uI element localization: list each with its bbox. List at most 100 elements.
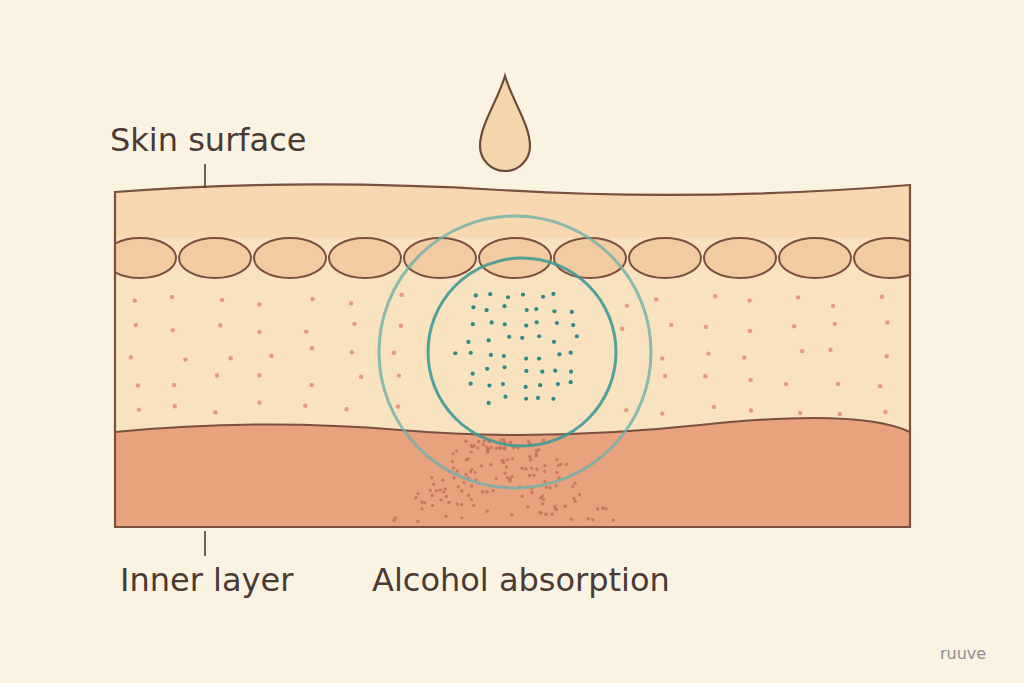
absorbed-dot <box>506 458 509 461</box>
absorbed-dot <box>535 454 538 457</box>
texture-dot <box>304 329 308 333</box>
texture-dot <box>349 301 353 305</box>
absorbed-dot <box>441 479 444 482</box>
absorbed-dot <box>509 441 512 444</box>
absorbed-dot <box>554 484 557 487</box>
texture-dot <box>257 302 261 306</box>
alcohol-dot <box>485 367 489 371</box>
texture-dot <box>171 328 175 332</box>
absorbed-dot <box>509 477 512 480</box>
texture-dot <box>399 324 403 328</box>
absorbed-dot <box>470 484 473 487</box>
alcohol-dot <box>489 353 493 357</box>
absorbed-dot <box>473 471 476 474</box>
texture-dot <box>134 323 138 327</box>
absorbed-dot <box>414 496 417 499</box>
absorbed-dot <box>416 520 419 523</box>
absorbed-dot <box>481 490 484 493</box>
texture-dot <box>133 299 137 303</box>
absorbed-dot <box>490 446 493 449</box>
texture-dot <box>792 324 796 328</box>
alcohol-dot <box>569 380 573 384</box>
absorbed-dot <box>470 468 473 471</box>
absorbed-dot <box>430 476 433 479</box>
absorbed-dot <box>494 477 497 480</box>
skin-cell <box>779 238 851 278</box>
absorbed-dot <box>572 497 575 500</box>
skin-layer <box>115 184 910 527</box>
texture-dot <box>742 355 746 359</box>
outer-ring <box>379 216 651 488</box>
texture-dot <box>257 373 261 377</box>
texture-dot <box>624 408 628 412</box>
alcohol-dot <box>521 292 525 296</box>
absorbed-dot <box>503 471 506 474</box>
texture-dot <box>800 349 804 353</box>
alcohol-dot <box>469 382 473 386</box>
absorbed-dot <box>586 517 589 520</box>
texture-dot <box>838 412 842 416</box>
texture-dot <box>400 293 404 297</box>
absorbed-dot <box>492 489 495 492</box>
dot-texture <box>129 293 890 416</box>
texture-dot <box>173 404 177 408</box>
absorbed-dot <box>535 449 538 452</box>
absorbed-dot <box>486 449 489 452</box>
texture-dot <box>654 297 658 301</box>
alcohol-dot <box>525 308 529 312</box>
absorbed-dot <box>521 495 524 498</box>
alcohol-dot <box>506 295 510 299</box>
texture-dot <box>172 383 176 387</box>
texture-dot <box>836 382 840 386</box>
texture-dot <box>704 325 708 329</box>
skin-cell <box>329 238 401 278</box>
texture-dot <box>397 373 401 377</box>
absorbed-dot <box>542 498 545 501</box>
skin-cell <box>929 238 1001 278</box>
alcohol-dot <box>524 356 528 360</box>
alcohol-dot <box>487 338 491 342</box>
absorbed-dot <box>555 471 558 474</box>
absorbed-dot <box>443 487 446 490</box>
absorbed-dot <box>472 504 475 507</box>
alcohol-dot <box>535 320 539 324</box>
texture-dot <box>359 375 363 379</box>
absorbed-dot <box>495 447 498 450</box>
absorbed-dot <box>544 513 547 516</box>
texture-dot <box>885 320 889 324</box>
absorbed-dot <box>578 493 581 496</box>
absorbed-dot <box>557 464 560 467</box>
absorbed-dot <box>464 473 467 476</box>
absorbed-dot <box>543 480 546 483</box>
absorbed-dot <box>543 464 546 467</box>
absorbed-dot <box>452 466 455 469</box>
absorbed-dot <box>601 506 604 509</box>
absorbed-dot <box>510 513 513 516</box>
texture-dot <box>344 407 348 411</box>
absorbed-dot <box>506 476 509 479</box>
texture-dot <box>748 329 752 333</box>
absorbed-dot <box>529 458 532 461</box>
texture-dot <box>747 298 751 302</box>
absorbed-dot <box>451 452 454 455</box>
alcohol-dot <box>471 305 475 309</box>
absorbed-dot <box>460 489 463 492</box>
texture-dot <box>269 353 273 357</box>
absorbed-dot <box>498 446 501 449</box>
texture-dot <box>137 407 141 411</box>
skin-cell <box>629 238 701 278</box>
absorbed-dot <box>473 444 476 447</box>
alcohol-dot <box>538 383 542 387</box>
alcohol-dot <box>485 308 489 312</box>
alcohol-dot <box>536 396 540 400</box>
alcohol-dot <box>534 307 538 311</box>
absorbed-dot <box>563 505 566 508</box>
absorbed-dot <box>464 439 467 442</box>
alcohol-dot <box>551 292 555 296</box>
alcohol-dot <box>541 295 545 299</box>
absorbed-dot <box>539 496 542 499</box>
alcohol-dot <box>453 351 457 355</box>
absorbed-dot <box>392 519 395 522</box>
alcohol-dot <box>571 323 575 327</box>
texture-dot <box>170 295 174 299</box>
